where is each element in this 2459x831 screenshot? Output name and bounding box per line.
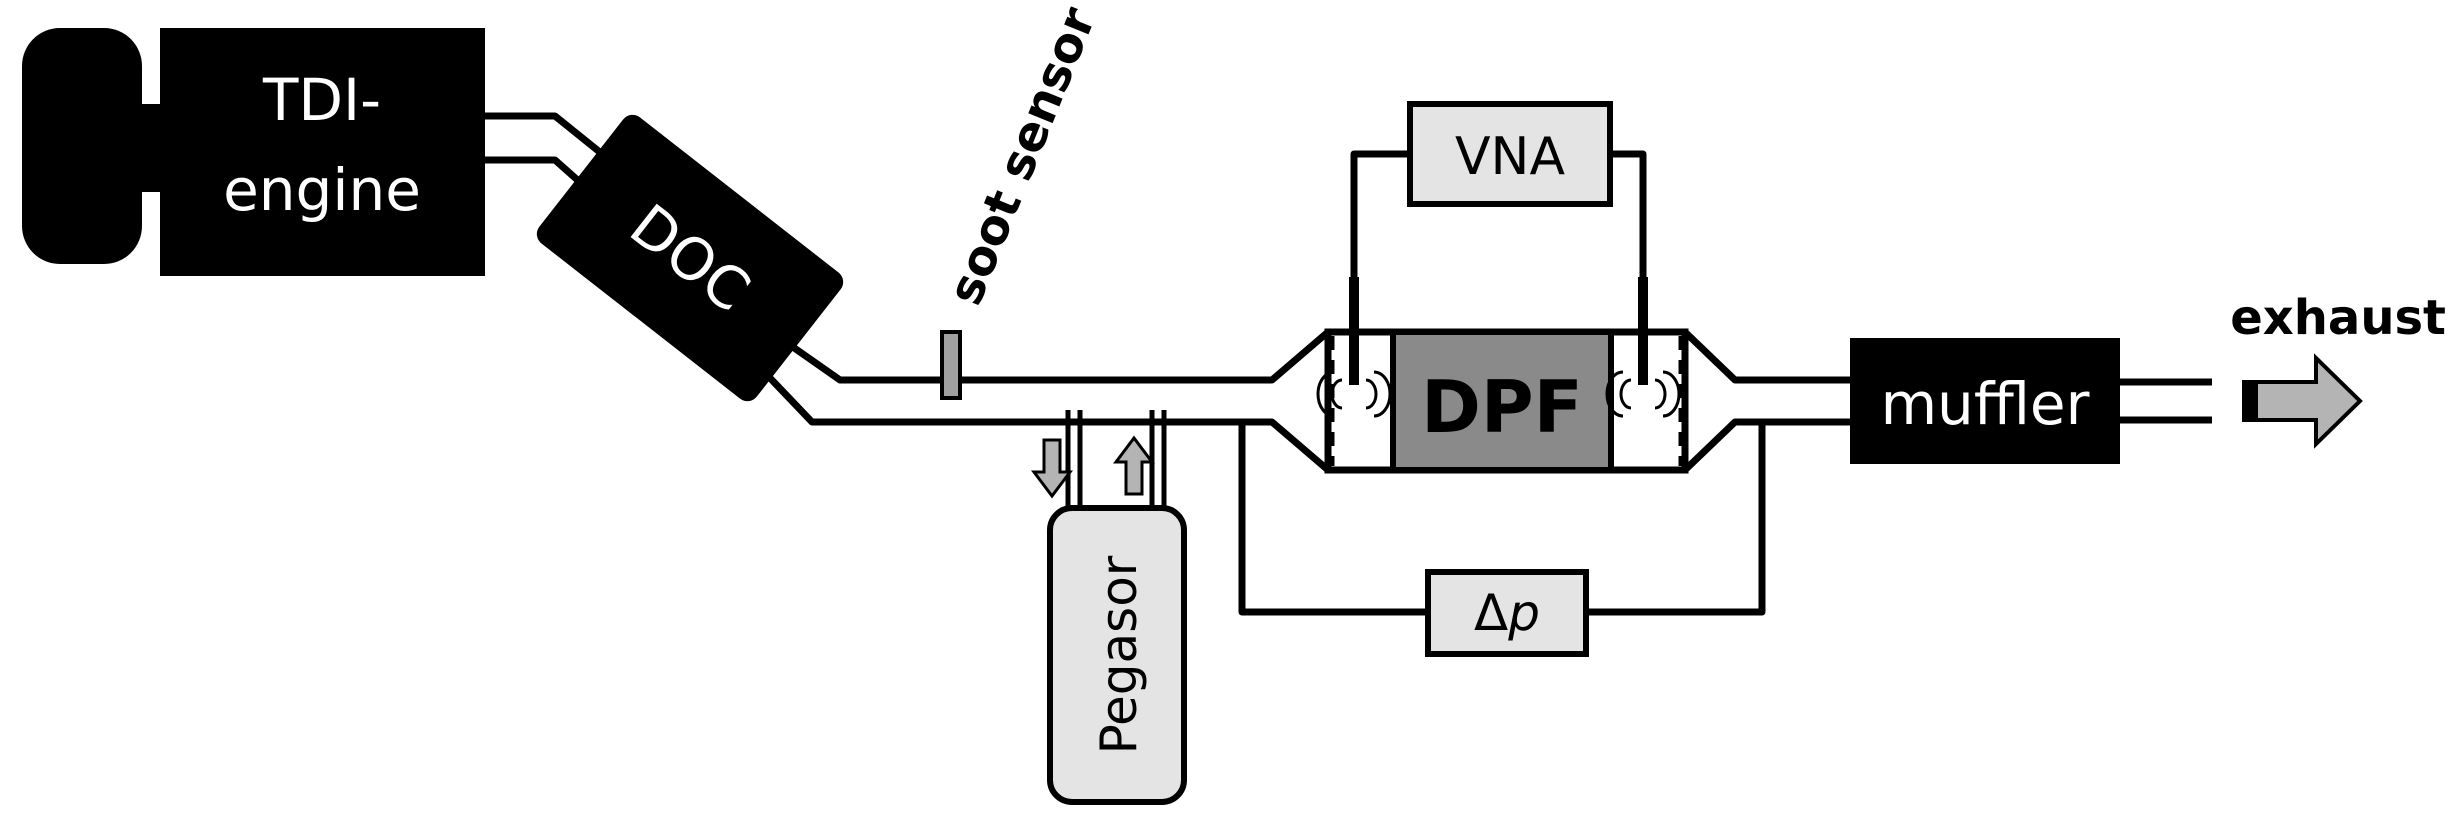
pipe-doc-dpf-lower <box>767 375 1331 473</box>
muffler-label: muffler <box>1881 370 2090 438</box>
vna-box: VNA <box>1407 101 1613 207</box>
pegasor-box: Pegasor <box>1031 435 1187 805</box>
delta-p-box: Δp <box>1425 569 1589 657</box>
delta-p-variable: p <box>1507 584 1540 642</box>
antenna-left-stem <box>1349 277 1359 385</box>
delta-p-label: Δp <box>1474 584 1540 642</box>
muffler-block: muffler <box>1850 338 2120 464</box>
arrow-down-icon <box>1031 438 1073 499</box>
antenna-right-stem <box>1638 277 1648 385</box>
delta-p-wire-right <box>1586 422 1766 616</box>
dpf-label: DPF <box>1421 365 1583 449</box>
arrow-right-icon <box>2242 353 2363 449</box>
arrow-up-icon <box>1113 435 1155 496</box>
engine-flywheel <box>22 28 142 264</box>
antenna-right <box>1605 277 1681 418</box>
pegasor-body <box>1047 505 1187 805</box>
dpf-housing: DPF <box>1316 277 1689 474</box>
soot-sensor-probe <box>940 330 962 400</box>
vna-body <box>1407 101 1613 207</box>
engine-label-line2: engine <box>223 156 421 224</box>
exhaust-outlet: exhaust <box>2230 290 2446 449</box>
engine-block: TDI- engine <box>22 28 485 276</box>
pipe-dpf-muffler-upper <box>1682 329 1850 384</box>
doc-body <box>536 114 844 402</box>
delta-symbol: Δ <box>1474 584 1508 642</box>
soot-sensor: soot sensor <box>937 0 1107 400</box>
exhaust-arrow-tail <box>2244 382 2258 420</box>
antenna-waves-icon <box>1316 370 1392 418</box>
vna-wire-left <box>1350 150 1410 277</box>
muffler-body <box>1850 338 2120 464</box>
engine-body <box>160 28 485 276</box>
engine-label-line1: TDI- <box>262 66 381 134</box>
delta-p-wire-left <box>1238 422 1428 616</box>
soot-sensor-label: soot sensor <box>937 0 1107 312</box>
pipes <box>485 112 2212 616</box>
pipe-dpf-muffler-lower <box>1682 418 1850 473</box>
dpf-filter <box>1390 329 1614 473</box>
exhaust-label: exhaust <box>2230 290 2446 346</box>
vna-wire-right <box>1610 150 1647 277</box>
antenna-left <box>1316 277 1392 418</box>
delta-p-body <box>1425 569 1589 657</box>
vna-label: VNA <box>1455 127 1565 187</box>
doc-block: DOC <box>536 114 844 402</box>
pipe-doc-dpf-upper <box>787 329 1331 384</box>
pegasor-label: Pegasor <box>1090 555 1148 754</box>
antenna-waves-icon <box>1605 370 1681 418</box>
